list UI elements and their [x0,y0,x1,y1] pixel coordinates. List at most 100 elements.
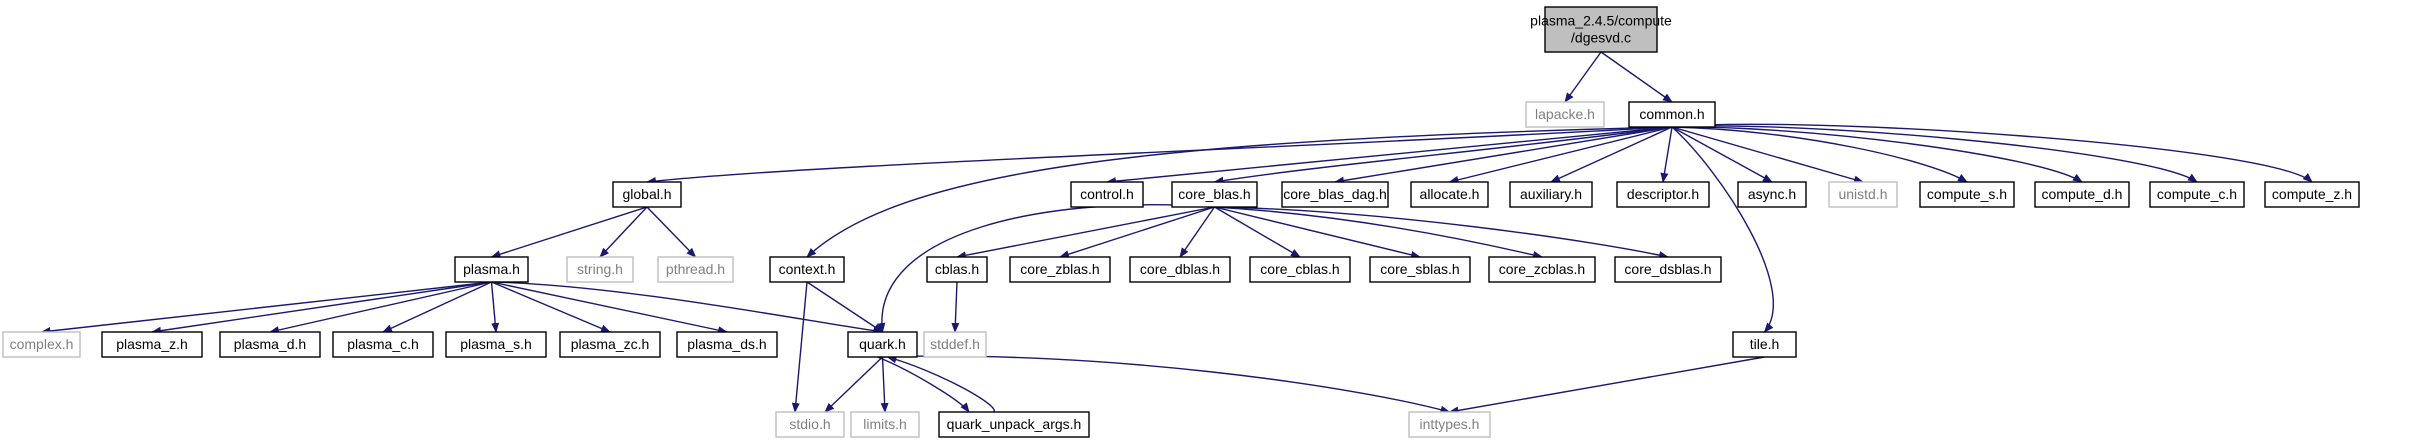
edge-group [599,206,648,258]
node-box [923,331,987,358]
node-compute-z[interactable]: compute_z.h [2264,181,2360,208]
node-core-zcblas[interactable]: core_zcblas.h [1488,256,1596,283]
edge-group [1550,126,1673,183]
node-box [676,331,778,358]
edge-common-to-unistd [1671,126,1864,184]
edge-plasma-to-plasma_c [382,281,492,333]
edge-group [646,206,697,258]
edge-group [806,126,1673,258]
node-auxiliary[interactable]: auxiliary.h [1509,181,1593,208]
edge-common-to-tile [1671,126,1775,333]
edge-quark-to-inttypes [882,355,1451,414]
edge-group [646,126,1673,185]
edge-global-to-string [599,206,648,258]
edge-common-to-auxiliary [1550,126,1673,183]
node-root[interactable]: plasma_2.4.5/compute/dgesvd.c [1530,6,1672,53]
node-async[interactable]: async.h [1737,181,1807,208]
node-box [445,331,547,358]
node-label: plasma_zc.h [571,336,650,352]
edge-group [1671,126,1968,183]
node-control[interactable]: control.h [1070,181,1144,208]
node-label: compute_s.h [1927,186,2007,202]
node-label: async.h [1748,186,1796,202]
node-box [850,411,920,438]
edge-group [490,206,648,259]
edge-core_blas-to-core_dsblas [1214,206,1669,259]
edge-common-to-descriptor [1660,126,1673,183]
edge-group [877,204,1215,333]
node-plasma-ds[interactable]: plasma_ds.h [676,331,778,358]
node-allocate[interactable]: allocate.h [1410,181,1489,208]
edge-plasma-to-plasma_zc [491,281,611,333]
node-label: plasma_2.4.5/compute [1530,13,1672,29]
node-label: quark_unpack_args.h [947,416,1082,432]
node-plasma-c[interactable]: plasma_c.h [332,331,434,358]
edge-tile-to-inttypes [1448,356,1765,415]
node-box [1171,181,1258,208]
edge-group [1059,206,1215,259]
node-pthread: pthread.h [657,256,734,283]
node-plasma[interactable]: plasma.h [454,256,529,283]
edge-group [491,281,728,335]
node-label: core_sblas.h [1380,261,1459,277]
edge-group [269,281,492,334]
node-tile[interactable]: tile.h [1732,331,1797,358]
node-box [1509,181,1593,208]
node-label: quark.h [859,336,906,352]
edge-core_blas-to-core_dblas [1179,206,1216,258]
node-compute-c[interactable]: compute_c.h [2149,181,2245,208]
node-descriptor[interactable]: descriptor.h [1616,181,1710,208]
node-label: cblas.h [935,261,979,277]
node-box [2,331,81,358]
node-box [559,331,661,358]
edge-group [491,281,611,333]
edge-global-to-plasma [490,206,648,259]
node-label: control.h [1080,186,1134,202]
node-core-blas-dag[interactable]: core_blas_dag.h [1281,181,1389,208]
node-plasma-d[interactable]: plasma_d.h [219,331,321,358]
edge-quark-to-stdio [824,356,883,413]
node-box [612,181,682,208]
edge-group [491,281,884,335]
node-label: compute_c.h [2157,186,2237,202]
edge-core_blas-to-core_zcblas [1214,206,1543,259]
node-cblas[interactable]: cblas.h [926,256,988,283]
node-inttypes: inttypes.h [1408,411,1491,438]
node-box [1525,101,1605,128]
node-plasma-z[interactable]: plasma_z.h [101,331,203,358]
node-limits: limits.h [850,411,920,438]
edge-group [1106,126,1673,186]
node-label: tile.h [1750,336,1780,352]
edge-group [1214,206,1543,259]
edge-group [1564,51,1602,103]
node-quark[interactable]: quark.h [847,331,918,358]
edge-group [382,281,492,333]
node-common[interactable]: common.h [1628,101,1716,128]
node-box [1828,181,1898,208]
node-compute-s[interactable]: compute_s.h [1919,181,2015,208]
edge-group [1448,356,1765,415]
edge-layer [40,51,2313,415]
edge-core_blas-to-core_sblas [1214,206,1421,259]
edge-common-to-core_blas_dag [1334,126,1673,185]
node-global[interactable]: global.h [612,181,682,208]
node-box [775,411,845,438]
node-compute-d[interactable]: compute_d.h [2034,181,2130,208]
node-box [1408,411,1491,438]
node-plasma-zc[interactable]: plasma_zc.h [559,331,661,358]
node-plasma-s[interactable]: plasma_s.h [445,331,547,358]
node-label: pthread.h [666,261,725,277]
node-box [2034,181,2130,208]
edge-group [151,281,492,335]
edge-group [1671,126,2083,183]
node-label: plasma_d.h [234,336,306,352]
edge-group [882,355,1451,414]
node-core-zblas[interactable]: core_zblas.h [1009,256,1111,283]
node-core-dsblas[interactable]: core_dsblas.h [1614,256,1722,283]
node-quark-unpack-args[interactable]: quark_unpack_args.h [938,411,1090,438]
node-core-sblas[interactable]: core_sblas.h [1369,256,1471,283]
node-context[interactable]: context.h [769,256,845,283]
node-core-blas[interactable]: core_blas.h [1171,181,1258,208]
node-core-dblas[interactable]: core_dblas.h [1129,256,1231,283]
node-core-cblas[interactable]: core_cblas.h [1249,256,1351,283]
